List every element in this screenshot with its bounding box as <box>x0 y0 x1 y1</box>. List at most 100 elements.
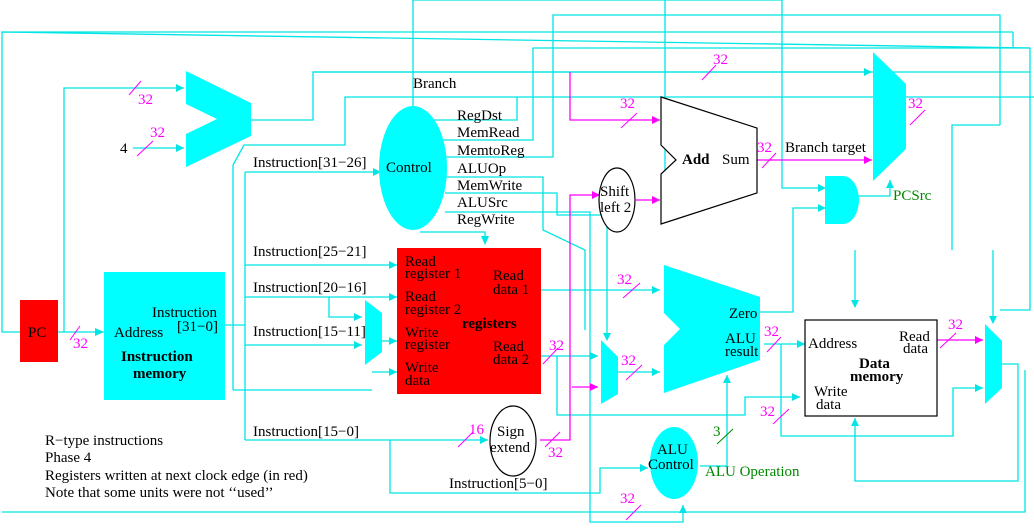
shift-label-a: Shift <box>600 184 630 200</box>
dmem-read-label-b: data <box>903 341 928 357</box>
reg-write-register-a: Write <box>405 325 439 341</box>
bw-sum-out: 32 <box>757 140 772 156</box>
note-line-1: R−type instructions <box>45 433 163 449</box>
imem-address-label: Address <box>114 325 163 341</box>
sign-extend-unit <box>489 405 537 477</box>
shift-left-2-unit <box>598 167 636 233</box>
bw-pc-out: 32 <box>73 336 88 352</box>
memtoreg-mux <box>985 324 1002 404</box>
dmem-address-label: Address <box>808 336 857 352</box>
pcsrc-label: PCSrc <box>893 188 932 204</box>
adder-sum-label: Sum <box>722 152 750 168</box>
shift-label-b: left 2 <box>600 200 631 216</box>
register-file <box>397 248 541 394</box>
signal-regwrite: RegWrite <box>457 212 515 228</box>
reg-name: registers <box>462 316 517 332</box>
dmem-write-label-a: Write <box>814 384 848 400</box>
reg-read-register2-a: Read <box>405 289 436 305</box>
wire-pc4-bus <box>250 71 872 121</box>
wire-pc-loop <box>1 31 1031 333</box>
signal-memread: MemRead <box>457 125 520 141</box>
alusrc-mux <box>601 340 618 404</box>
imem-out-label-2: [31−0] <box>177 319 218 335</box>
instr-20-16-label: Instruction[20−16] <box>253 280 366 296</box>
bus-ticks <box>69 64 957 521</box>
data-memory <box>804 319 938 417</box>
reg-read-data2-b: data 2 <box>493 352 529 368</box>
reg-read-data2-a: Read <box>493 339 524 355</box>
instr-25-21-label: Instruction[25−21] <box>253 244 366 260</box>
imem-name-1: Instruction <box>121 349 193 365</box>
bw-top-bus: 32 <box>713 52 728 68</box>
alu-result-label-a: ALU <box>725 331 756 347</box>
wire-pc4-2 <box>257 96 1034 146</box>
pcsrc-mux <box>873 52 906 181</box>
dmem-read-label-a: Read <box>899 329 930 345</box>
bw-branch-adder-in: 32 <box>620 96 635 112</box>
register-file-labels: Read register 1 Read register 2 Write re… <box>405 254 529 389</box>
alu <box>664 265 760 393</box>
alu-zero-label: Zero <box>729 306 757 322</box>
reg-read-data1-a: Read <box>493 268 524 284</box>
instruction-memory <box>104 272 225 400</box>
bw-sign-in: 16 <box>469 422 485 438</box>
bw-pc-adder-in: 32 <box>138 92 153 108</box>
bw-alusrc-mux-out: 32 <box>621 353 636 369</box>
reg-read-register1-b: register 1 <box>405 266 461 282</box>
signal-memtoreg: MemtoReg <box>457 143 525 159</box>
reg-write-data-a: Write <box>405 360 439 376</box>
bw-pc-mux-out: 32 <box>908 96 923 112</box>
alu-control-unit <box>650 427 698 499</box>
reg-write-data-b: data <box>405 373 430 389</box>
notes: R−type instructions Phase 4 Registers wr… <box>45 433 308 501</box>
dmem-name-b: memory <box>850 369 904 385</box>
alu-result-label-b: result <box>725 344 759 360</box>
control-unit <box>379 106 447 230</box>
bw-write-data: 32 <box>760 404 775 420</box>
instr-31-26-label: Instruction[31−26] <box>253 155 366 171</box>
adder-add-label: Add <box>682 152 710 168</box>
control-signals: RegDst MemRead MemtoReg ALUOp MemWrite A… <box>457 108 525 228</box>
bus-width-labels: 32 32 32 32 32 32 32 32 32 32 32 32 32 1… <box>73 52 963 507</box>
note-line-4: Note that some units were not ‘‘used’’ <box>45 485 274 501</box>
pc-adder <box>186 71 251 167</box>
alu-operation-label: ALU Operation <box>705 464 800 480</box>
pc-label: PC <box>28 325 46 341</box>
wire-pc-to-adder <box>63 87 184 332</box>
dmem-name-a: Data <box>859 356 890 372</box>
bw-sign-out: 32 <box>548 445 563 461</box>
reg-read-data1-b: data 1 <box>493 282 529 298</box>
signal-regdst: RegDst <box>457 108 503 124</box>
signal-alusrc: ALUSrc <box>457 195 508 211</box>
bw-alu-op-bits: 3 <box>713 424 721 440</box>
sign-extend-label-b: extend <box>490 440 530 456</box>
signal-aluop: ALUOp <box>457 161 506 177</box>
bw-four-in: 32 <box>150 125 165 141</box>
note-line-2: Phase 4 <box>45 450 92 466</box>
reg-read-register1-a: Read <box>405 254 436 270</box>
instr-15-0-label: Instruction[15−0] <box>253 424 359 440</box>
pc-register <box>20 300 58 362</box>
dmem-write-label-b: data <box>816 397 841 413</box>
bw-read-data2: 32 <box>549 338 564 354</box>
signal-memwrite: MemWrite <box>457 178 523 194</box>
bw-alu-ctrl-bottom: 32 <box>620 491 635 507</box>
branch-label: Branch <box>413 76 457 92</box>
imem-out-label-1: Instruction <box>152 305 217 321</box>
imem-name-2: memory <box>133 366 187 382</box>
reg-read-register2-b: register 2 <box>405 302 461 318</box>
alu-control-label-a: ALU <box>657 442 688 458</box>
branch-and-gate <box>825 176 859 224</box>
alu-control-label-b: Control <box>648 457 694 473</box>
branch-adder <box>660 96 758 225</box>
control-label: Control <box>386 160 432 176</box>
bw-mem-read-data: 32 <box>948 317 963 333</box>
sign-extend-label-a: Sign <box>497 424 525 440</box>
branch-target-label: Branch target <box>785 140 867 156</box>
bw-read-data1: 32 <box>617 272 632 288</box>
instr-15-11-label: Instruction[15−11] <box>253 324 366 340</box>
const-four: 4 <box>120 141 128 157</box>
regdst-mux <box>365 300 382 365</box>
reg-write-register-b: register <box>405 337 450 353</box>
